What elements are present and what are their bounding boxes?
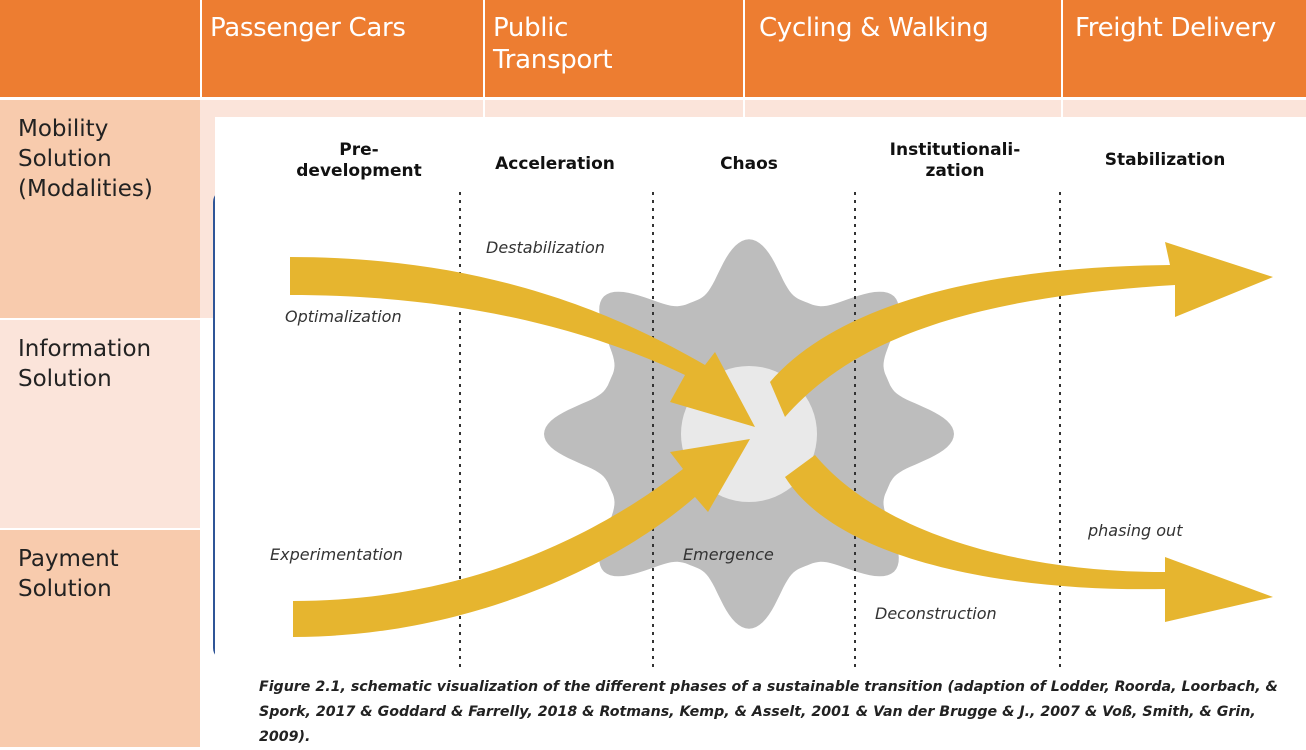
flow-arrows (290, 242, 1273, 637)
row-header-payment: Payment Solution (0, 530, 200, 747)
row-header-information: Information Solution (0, 320, 200, 530)
chaos-gear-shape (544, 239, 954, 629)
row-label-payment: Payment Solution (18, 546, 119, 602)
blue-border-fragment (213, 190, 228, 660)
header-cell-public-transport: Public Transport (485, 0, 745, 97)
arrow-optimalization (290, 257, 755, 427)
label-optimalization: Optimalization (285, 307, 402, 326)
label-experimentation: Experimentation (270, 545, 403, 564)
label-destabilization: Destabilization (486, 238, 605, 257)
label-emergence: Emergence (683, 545, 774, 564)
header-separator (0, 97, 1306, 100)
phase-label-pre-development: Pre- development (296, 140, 422, 181)
transition-figure: Pre- development Acceleration Chaos Inst… (215, 117, 1306, 747)
header-label-public-transport: Public Transport (493, 13, 613, 75)
label-deconstruction: Deconstruction (875, 604, 997, 623)
header-cell-passenger-cars: Passenger Cars (202, 0, 485, 97)
transition-diagram-svg (290, 192, 1273, 667)
header-label-passenger-cars: Passenger Cars (210, 13, 406, 43)
arrow-experimentation (293, 439, 750, 637)
arrow-rise (770, 242, 1273, 417)
header-cell-cycling-walking: Cycling & Walking (745, 0, 1063, 97)
row-label-mobility: Mobility Solution (Modalities) (18, 116, 153, 202)
header-cell-freight-delivery: Freight Delivery (1063, 0, 1306, 97)
label-phasing-out: phasing out (1088, 521, 1183, 540)
header-label-cycling-walking: Cycling & Walking (759, 13, 989, 43)
phase-label-institutionalization: Institutionali- zation (889, 140, 1021, 181)
header-corner-cell (0, 0, 202, 97)
arrow-phasing-out (785, 455, 1273, 622)
phase-label-acceleration: Acceleration (495, 154, 615, 174)
figure-caption: Figure 2.1, schematic visualization of t… (259, 679, 1278, 745)
phase-label-chaos: Chaos (720, 154, 778, 174)
phase-label-stabilization: Stabilization (1104, 150, 1226, 170)
row-header-mobility: Mobility Solution (Modalities) (0, 100, 200, 320)
row-label-information: Information Solution (18, 336, 152, 392)
header-label-freight-delivery: Freight Delivery (1075, 13, 1276, 43)
